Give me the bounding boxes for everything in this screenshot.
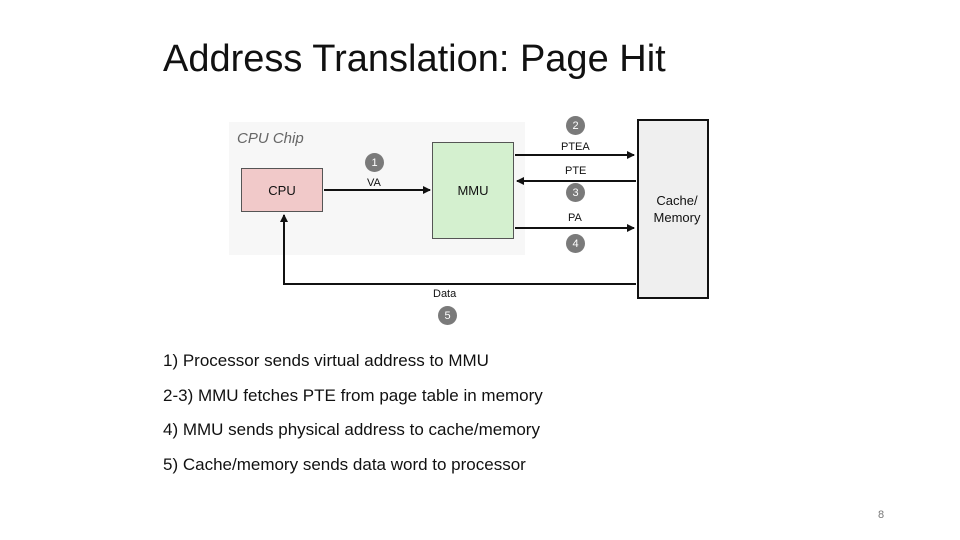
cache-memory-box: Cache/ Memory bbox=[637, 119, 709, 299]
va-label: VA bbox=[367, 177, 381, 189]
pa-label: PA bbox=[568, 212, 582, 224]
step-text-4: 5) Cache/memory sends data word to proce… bbox=[163, 454, 526, 474]
step-badge-4: 4 bbox=[566, 234, 585, 253]
page-number: 8 bbox=[878, 509, 885, 521]
steps-list: 1) Processor sends virtual address to MM… bbox=[163, 350, 543, 488]
data-arrow bbox=[280, 214, 636, 285]
step-badge-1: 1 bbox=[365, 153, 384, 172]
step-text-1: 1) Processor sends virtual address to MM… bbox=[163, 351, 489, 370]
step-badge-3: 3 bbox=[566, 183, 585, 202]
memory-label-line2: Memory bbox=[653, 210, 701, 225]
cpu-label: CPU bbox=[268, 182, 296, 198]
memory-label-line1: Cache/ bbox=[656, 193, 698, 208]
step-text-2: 2-3) MMU fetches PTE from page table in … bbox=[163, 385, 543, 405]
step-badge-5: 5 bbox=[438, 306, 457, 325]
mmu-box: MMU bbox=[432, 142, 514, 239]
pte-label: PTE bbox=[565, 165, 587, 177]
mmu-label: MMU bbox=[457, 183, 489, 198]
cpu-box: CPU bbox=[241, 168, 323, 212]
ptea-label: PTEA bbox=[561, 141, 590, 153]
step-text-3: 4) MMU sends physical address to cache/m… bbox=[163, 420, 540, 439]
step-badge-2: 2 bbox=[566, 116, 585, 135]
cpu-chip-label: CPU Chip bbox=[237, 130, 304, 147]
slide-title: Address Translation: Page Hit bbox=[163, 38, 666, 80]
data-label: Data bbox=[433, 288, 457, 300]
